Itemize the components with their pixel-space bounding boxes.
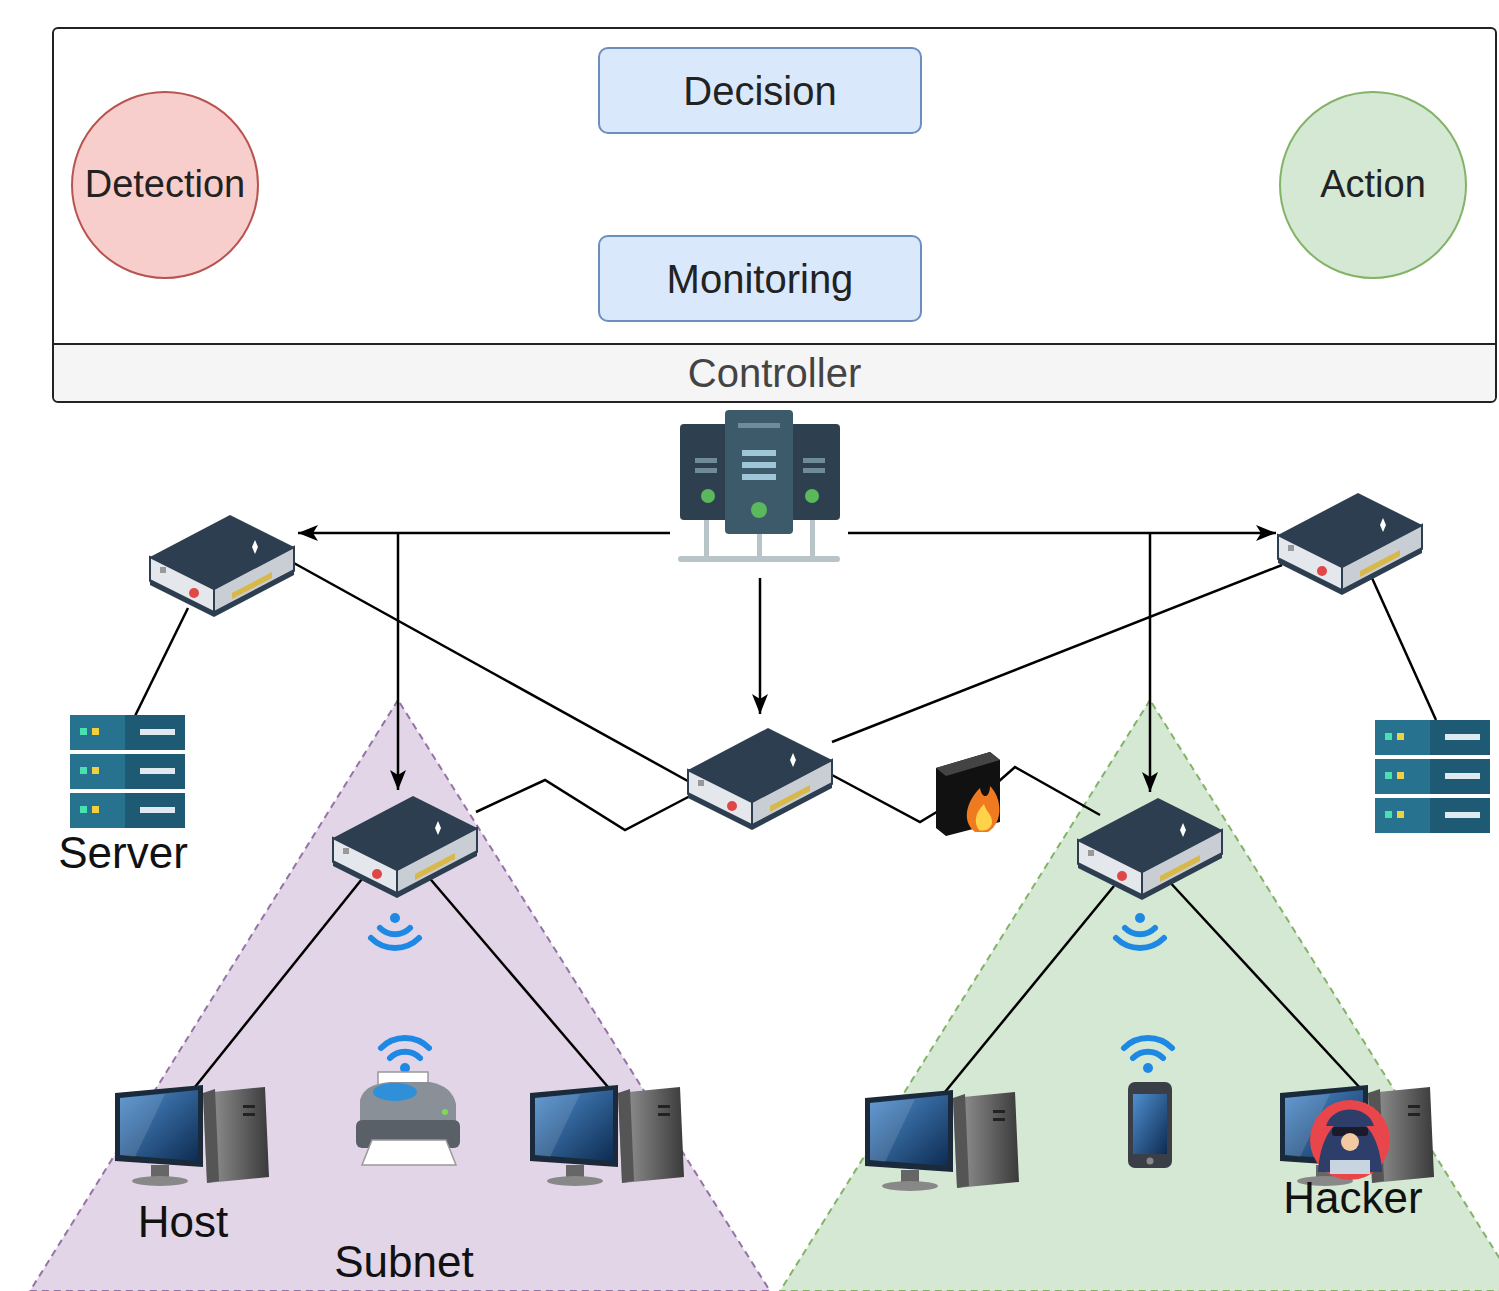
switch-icon <box>333 796 477 898</box>
monitoring-box: Monitoring <box>598 235 922 322</box>
switch-icon <box>688 728 832 830</box>
controller-server-icon <box>678 410 840 562</box>
host-computer <box>115 1085 269 1186</box>
wifi-symbol <box>1116 913 1164 948</box>
hacker-avatar <box>1310 1100 1390 1180</box>
controller-panel: Controller Detection DecisionActionMonitor… <box>52 27 1497 403</box>
phone-icon <box>1128 1082 1172 1168</box>
panel-title: Controller <box>688 350 861 396</box>
network-link <box>135 562 1436 1092</box>
wifi-symbol <box>371 913 419 948</box>
node-text: Action <box>1320 163 1426 207</box>
hacker-computer <box>1280 1085 1434 1186</box>
node-text: Decision <box>683 68 836 114</box>
server-icon <box>70 715 185 828</box>
node-text: Detection <box>85 163 246 207</box>
switch-icon <box>1078 798 1222 900</box>
controller-bar: Controller <box>54 343 1495 401</box>
device-label: Hacker <box>1283 1174 1422 1222</box>
device-label: Host <box>138 1198 228 1246</box>
host-computer <box>865 1090 1019 1191</box>
host-computer <box>530 1085 684 1186</box>
firewall-icon <box>936 752 1000 836</box>
detection-circle: Detection <box>71 91 259 279</box>
switch-icon <box>150 515 294 617</box>
subnet-region <box>30 700 770 1291</box>
server-icon <box>1375 720 1490 833</box>
wifi-symbol <box>1124 1038 1172 1073</box>
decision-box: Decision <box>598 47 922 134</box>
switch-icon <box>1278 493 1422 595</box>
node-text: Monitoring <box>667 256 854 302</box>
device-label: Subnet <box>334 1238 473 1286</box>
subnet-region <box>780 700 1499 1291</box>
action-circle: Action <box>1279 91 1467 279</box>
printer-icon <box>356 1072 460 1165</box>
device-label: Server <box>58 829 188 877</box>
wifi-symbol <box>381 1038 429 1073</box>
